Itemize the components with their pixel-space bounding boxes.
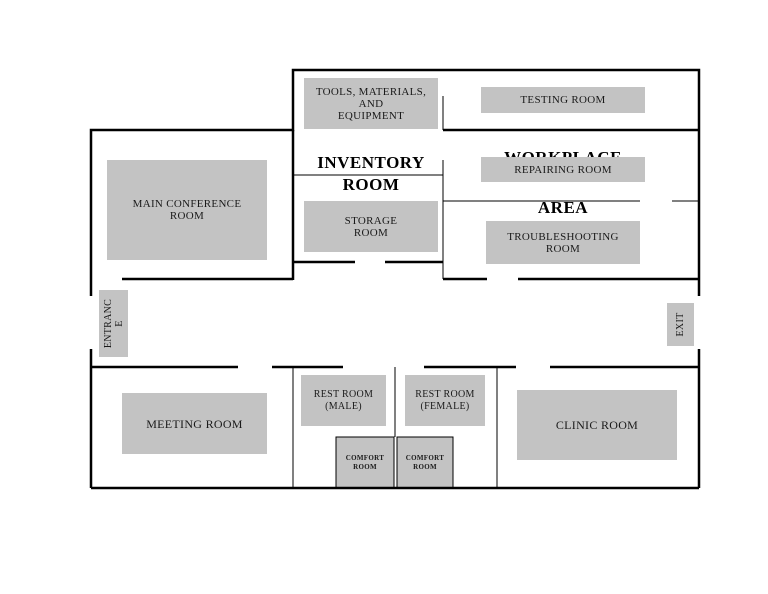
inner-partitions [292,96,699,488]
restroom-male-label: REST ROOM (MALE) [313,388,374,412]
exit-box [667,303,694,346]
main-conference-room-box [107,160,267,260]
comfort-room-2-label: COMFORT ROOM [405,453,445,471]
storage-room-label: STORAGE ROOM [344,214,398,239]
exit-label: EXIT [674,312,686,337]
meeting-room-label: MEETING ROOM [146,416,243,431]
testing-room-box [481,87,645,113]
repairing-room-label: REPAIRING ROOM [514,163,612,176]
clinic-room-box [517,390,677,460]
troubleshooting-room-label: TROUBLESHOOTING ROOM [507,230,619,255]
restroom-male-box [301,375,386,426]
workplace-area-title-line2: AREA [537,198,589,217]
repairing-room-box [481,157,645,182]
tools-materials-equipment-label: TOOLS, MATERIALS, AND EQUIPMENT [315,85,427,122]
comfort-room-1-box [335,436,395,489]
entrance-label: ENTRANC E [102,298,125,349]
comfort-room-1-label: COMFORT ROOM [345,453,385,471]
inventory-room-title-line1: INVENTORY [317,153,425,172]
troubleshooting-room-box [486,221,640,264]
tools-room-box [304,78,438,129]
meeting-room-box [122,393,267,454]
storage-room-box [304,201,438,252]
comfort-room-2-box [396,436,454,489]
clinic-room-label: CLINIC ROOM [555,418,639,432]
workplace-area-title-line1: WORKPLACE [480,147,646,157]
outer-walls [89,68,701,490]
entrance-box [99,290,128,357]
inventory-room-title-line2: ROOM [342,175,400,194]
restroom-female-box [405,375,485,426]
restroom-female-label: REST ROOM (FEMALE) [415,388,475,412]
testing-room-label: TESTING ROOM [520,94,606,106]
main-conference-room-label: MAIN CONFERENCE ROOM [132,198,242,222]
